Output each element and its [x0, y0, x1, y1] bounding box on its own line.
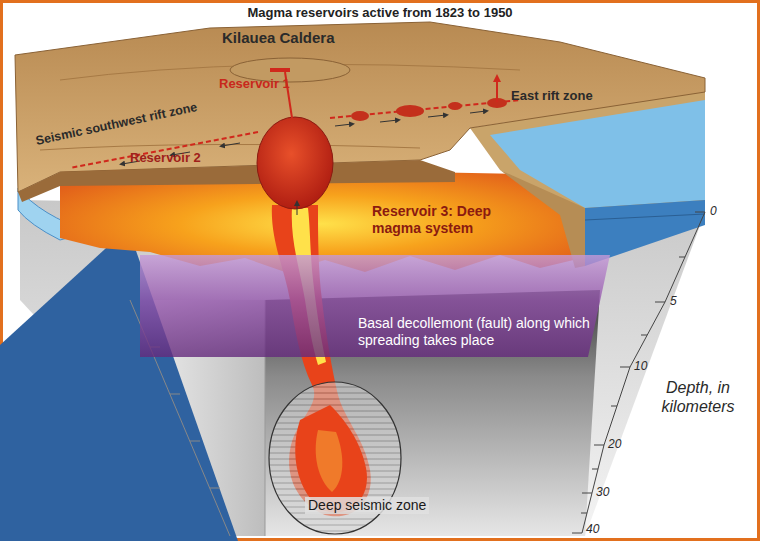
reservoir-label: Reservoir 2 — [130, 150, 201, 166]
place-name: Kilauea Caldera — [222, 29, 335, 47]
rift-label: Seismic southwest rift zone — [34, 100, 198, 149]
depth-tick: 0 — [710, 204, 717, 218]
depth-tick: 30 — [596, 485, 609, 499]
fault-band: Basal decollemont (fault) along which sp… — [140, 255, 615, 357]
depth-tick: 40 — [586, 522, 599, 536]
reservoir-label: Reservoir 1 — [219, 76, 290, 92]
band-label: Basal decollemont (fault) along which sp… — [358, 315, 598, 349]
diagram-title: Magma reservoirs active from 1823 to 195… — [180, 5, 580, 21]
depth-tick: 10 — [634, 359, 647, 373]
axis-title: Depth, in kilometers — [648, 378, 748, 416]
rift-label: East rift zone — [511, 88, 593, 104]
depth-tick: 20 — [608, 437, 621, 451]
reservoir-label: Reservoir 3: Deep magma system — [372, 203, 522, 237]
zone-label: Deep seismic zone — [305, 497, 429, 514]
depth-tick: 5 — [670, 294, 677, 308]
